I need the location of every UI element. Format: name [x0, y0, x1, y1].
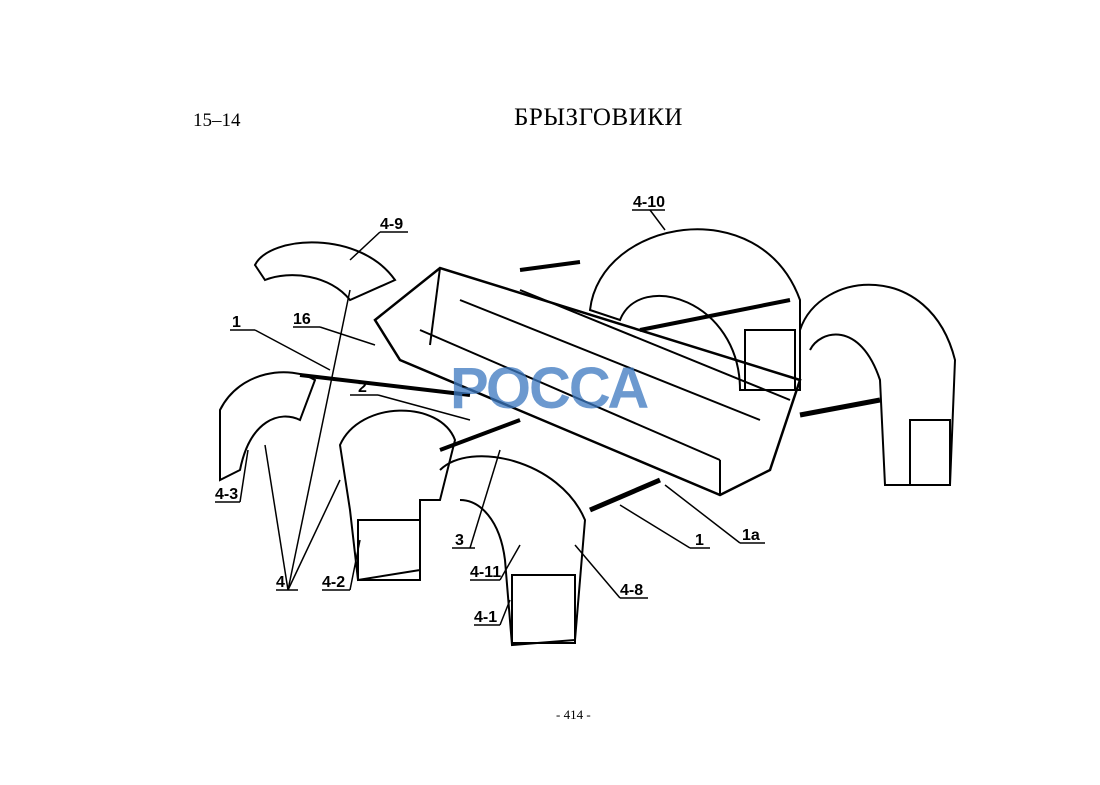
chassis-frame: [299, 260, 881, 513]
callout-16: 16: [293, 311, 311, 328]
callout-labels: 4-10 4-9 1 16 2 4-3 3 4 4-2 4-11 4-1 4-8…: [215, 194, 760, 626]
callout-1a: 1a: [742, 527, 760, 544]
page-title: БРЫЗГОВИКИ: [514, 104, 683, 131]
callout-4-9: 4-9: [380, 216, 403, 233]
callout-4-2: 4-2: [322, 574, 345, 591]
watermark-logo: РОССА: [450, 356, 649, 421]
callout-4: 4: [276, 574, 285, 591]
callout-4-11: 4-11: [470, 564, 501, 581]
rear-fenders: [253, 228, 957, 486]
leader-lines: [215, 209, 765, 626]
callout-4-8: 4-8: [620, 582, 643, 599]
page-number: - 414 -: [556, 707, 591, 722]
front-fenders: [219, 371, 587, 647]
callout-1-axle: 1: [695, 532, 704, 549]
section-number: 15–14: [193, 110, 241, 131]
callout-4-10: 4-10: [633, 194, 665, 211]
callout-3: 3: [455, 532, 464, 549]
callout-4-1: 4-1: [474, 609, 497, 626]
callout-1: 1: [232, 314, 241, 331]
callout-2: 2: [358, 379, 367, 396]
callout-4-3: 4-3: [215, 486, 238, 503]
